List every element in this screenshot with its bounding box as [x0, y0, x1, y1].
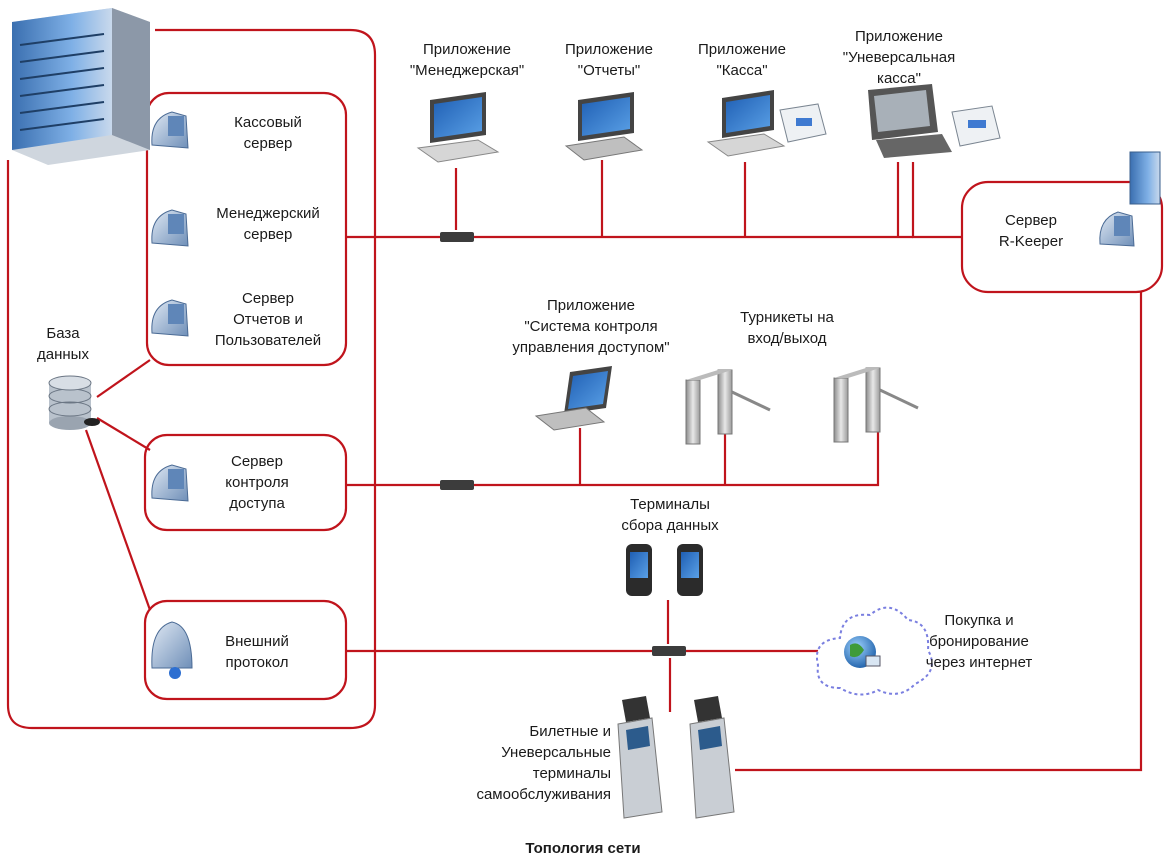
server-group-box [145, 91, 348, 367]
rack-server-icon [12, 8, 150, 165]
kiosk-icon [689, 696, 735, 819]
pos-terminal-icon [868, 84, 1001, 158]
reports-laptop-icon [564, 92, 644, 161]
cashier-desktop-icon [706, 90, 827, 157]
access-laptop-icon [534, 366, 612, 431]
switch-icon [652, 646, 686, 656]
diagram-caption: Топология сети [525, 840, 640, 857]
rkeeper-server-box [960, 180, 1164, 294]
app-manager-label: Приложение"Менеджерская" [410, 41, 524, 79]
switch-icon [440, 232, 474, 242]
rkeeper-server-icon [1099, 151, 1161, 247]
app-cashier-label: Приложение"Касса" [698, 41, 786, 79]
external-protocol-box [143, 599, 348, 701]
manager-desktop-icon [416, 92, 500, 163]
database-icon [48, 375, 100, 430]
cash-server-icon [151, 111, 189, 149]
data-terminal-icon [626, 544, 652, 596]
turnstile-icon [833, 367, 919, 443]
external-protocol-icon [151, 621, 193, 679]
network-links [6, 28, 1143, 772]
turnstile-icon [685, 369, 771, 445]
manager-server-icon [151, 209, 189, 247]
app-reports-label: Приложение"Отчеты" [565, 41, 653, 79]
reports-server-icon [151, 299, 189, 337]
access-server-icon [151, 464, 189, 502]
data-terminal-icon [677, 544, 703, 596]
access-server-box [143, 433, 348, 532]
switch-icon [440, 480, 474, 490]
internet-cloud-icon [816, 606, 933, 696]
kiosk-icon [617, 696, 663, 819]
